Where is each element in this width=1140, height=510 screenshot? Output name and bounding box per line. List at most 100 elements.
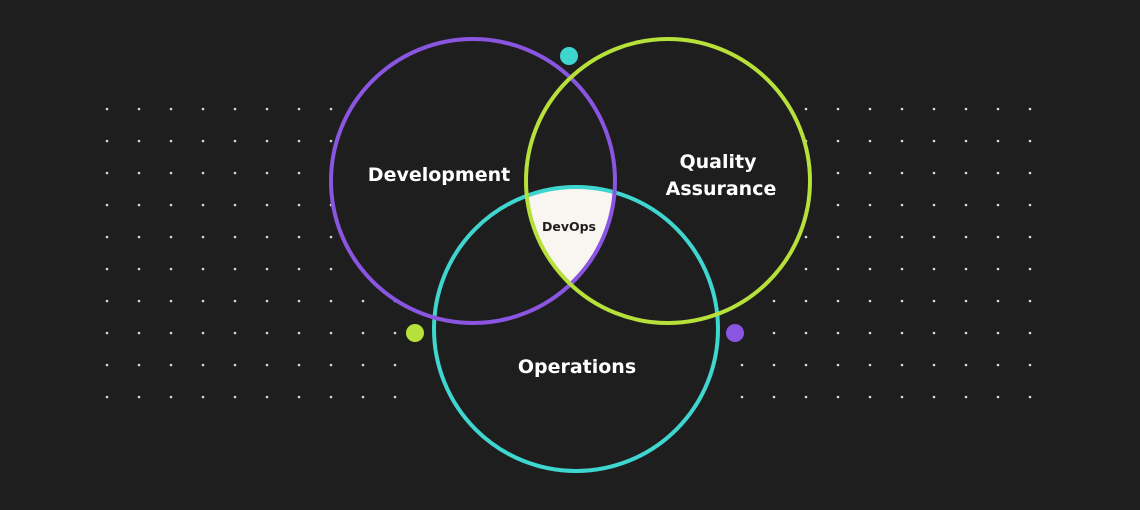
grid-dot: [105, 395, 109, 399]
grid-dot: [964, 331, 968, 335]
grid-dot: [836, 363, 840, 367]
operations-label: Operations: [518, 356, 636, 378]
grid-dot: [169, 267, 173, 271]
grid-dot: [900, 171, 904, 175]
grid-dot: [233, 267, 237, 271]
grid-dot: [964, 171, 968, 175]
grid-dot: [900, 235, 904, 239]
grid-dot: [996, 203, 1000, 207]
grid-dot: [900, 363, 904, 367]
teal-accent-dot: [560, 47, 578, 65]
grid-dot: [201, 299, 205, 303]
grid-dot: [393, 395, 397, 399]
grid-dot: [265, 139, 269, 143]
grid-dot: [996, 395, 1000, 399]
grid-dot: [868, 395, 872, 399]
grid-dot: [996, 299, 1000, 303]
grid-dot: [105, 139, 109, 143]
grid-dot: [201, 395, 205, 399]
grid-dot: [169, 203, 173, 207]
operations-circle: [432, 185, 720, 473]
grid-dot: [361, 331, 365, 335]
grid-dot: [868, 171, 872, 175]
grid-dot: [868, 299, 872, 303]
grid-dot: [900, 299, 904, 303]
lime-accent-dot: [406, 324, 424, 342]
grid-dot: [868, 267, 872, 271]
grid-dot: [772, 331, 776, 335]
grid-dot: [201, 267, 205, 271]
grid-dot: [868, 139, 872, 143]
grid-dot: [964, 203, 968, 207]
grid-dot: [329, 235, 333, 239]
grid-dot: [996, 139, 1000, 143]
grid-dot: [804, 299, 808, 303]
grid-dot: [105, 331, 109, 335]
quality-label-line1: Quality: [680, 151, 758, 173]
grid-dot: [836, 171, 840, 175]
grid-dot: [233, 139, 237, 143]
grid-dot: [836, 267, 840, 271]
grid-dot: [105, 299, 109, 303]
grid-dot: [964, 267, 968, 271]
grid-dot: [1028, 203, 1032, 207]
grid-dot: [1028, 395, 1032, 399]
grid-dot: [900, 203, 904, 207]
grid-dot: [265, 235, 269, 239]
grid-dot: [836, 107, 840, 111]
grid-dot: [233, 299, 237, 303]
grid-dot: [169, 171, 173, 175]
grid-dot: [297, 235, 301, 239]
grid-dot: [137, 395, 141, 399]
grid-dot: [105, 267, 109, 271]
grid-dot: [361, 395, 365, 399]
grid-dot: [297, 299, 301, 303]
grid-dot: [932, 299, 936, 303]
grid-dot: [964, 395, 968, 399]
grid-dot: [169, 107, 173, 111]
grid-dot: [740, 395, 744, 399]
grid-dot: [1028, 235, 1032, 239]
grid-dot: [105, 171, 109, 175]
development-circle: [329, 37, 617, 325]
grid-dot: [964, 363, 968, 367]
grid-dot: [265, 267, 269, 271]
grid-dot: [836, 299, 840, 303]
grid-dot: [169, 299, 173, 303]
grid-dot: [265, 363, 269, 367]
grid-dot: [804, 395, 808, 399]
grid-dot: [1028, 139, 1032, 143]
grid-dot: [836, 331, 840, 335]
grid-dot: [868, 363, 872, 367]
grid-dot: [233, 395, 237, 399]
grid-dot: [169, 331, 173, 335]
grid-dot: [169, 235, 173, 239]
grid-dot: [169, 363, 173, 367]
grid-dot: [804, 107, 808, 111]
grid-dot: [932, 107, 936, 111]
grid-dot: [201, 235, 205, 239]
grid-dot: [233, 107, 237, 111]
devops-label: DevOps: [542, 219, 596, 234]
grid-dot: [105, 235, 109, 239]
grid-dot: [297, 267, 301, 271]
grid-dot: [201, 331, 205, 335]
grid-dot: [932, 363, 936, 367]
grid-dot: [932, 139, 936, 143]
purple-accent-dot: [726, 324, 744, 342]
grid-dot: [329, 395, 333, 399]
grid-dot: [265, 395, 269, 399]
grid-dot: [233, 331, 237, 335]
grid-dot: [265, 299, 269, 303]
grid-dot: [297, 171, 301, 175]
grid-dot: [1028, 107, 1032, 111]
grid-dot: [1028, 171, 1032, 175]
grid-dot: [900, 331, 904, 335]
grid-dot: [836, 395, 840, 399]
grid-dot: [201, 139, 205, 143]
grid-dot: [900, 267, 904, 271]
grid-dot: [932, 171, 936, 175]
grid-dot: [772, 363, 776, 367]
grid-dot: [868, 107, 872, 111]
